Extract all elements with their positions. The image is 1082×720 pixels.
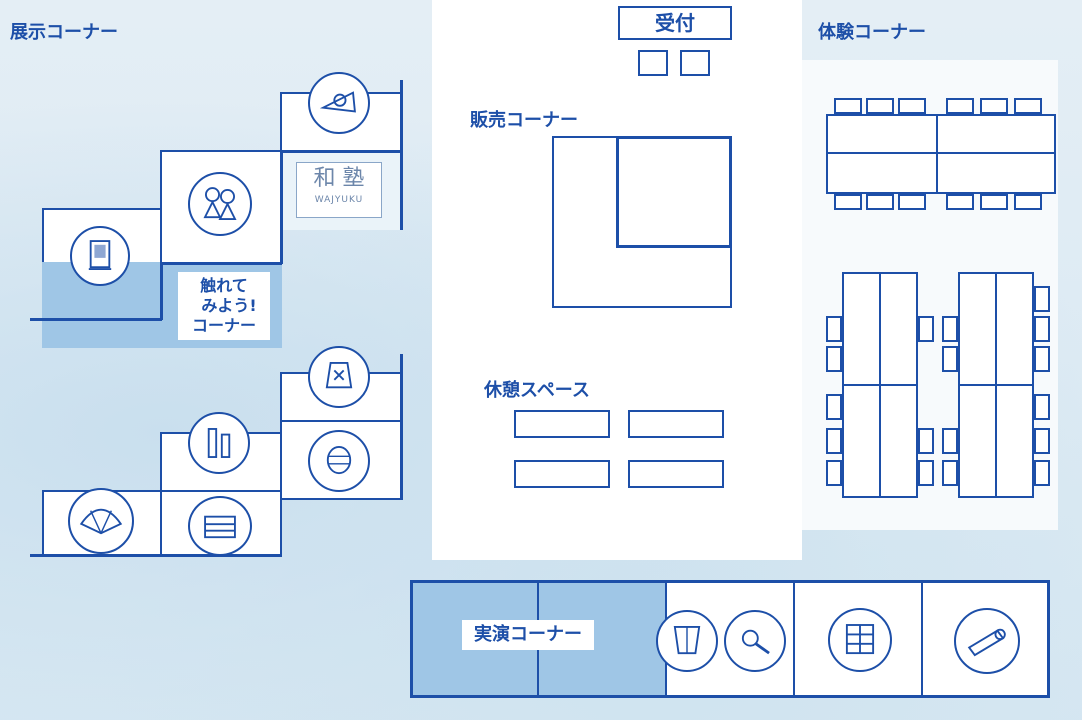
experience-right-divider [995, 272, 997, 498]
lantern-icon [308, 430, 370, 492]
chair-top-6 [1014, 98, 1042, 114]
cabinet-icon [828, 608, 892, 672]
chair-top-3 [898, 98, 926, 114]
wajyuku-logo: 和 塾 WAJYUKU [296, 162, 382, 218]
scroll-icon [954, 608, 1020, 674]
stair-line-2 [160, 262, 163, 320]
chair-side-m3 [918, 460, 934, 486]
chair-side-m1 [918, 316, 934, 342]
tub-icon [188, 496, 252, 556]
exhibit-corner-title: 展示コーナー [10, 22, 118, 43]
chair-side-r3 [942, 428, 958, 454]
candle-icon [188, 412, 250, 474]
chair-side-r2 [942, 346, 958, 372]
rest-space-title: 休憩スペース [484, 380, 590, 401]
chair-side-rr1 [1034, 286, 1050, 312]
vase-icon [308, 346, 370, 408]
reception-desk-left [638, 50, 668, 76]
stair-line-7 [30, 554, 282, 557]
chair-side-rr3 [1034, 346, 1050, 372]
stair-line-1 [30, 318, 162, 321]
rest-bench-4 [628, 460, 724, 488]
reception-title: 受付 [655, 11, 695, 35]
chair-bottom-3 [898, 194, 926, 210]
stair-line-6 [280, 150, 402, 153]
stair-line-4 [280, 150, 283, 264]
fan-dish-icon [308, 72, 370, 134]
rest-bench-2 [628, 410, 724, 438]
paper-roll-icon [724, 610, 786, 672]
chair-bottom-2 [866, 194, 894, 210]
demo-divider-4 [921, 580, 923, 698]
touch-corner-label: 触れて みよう! コーナー [178, 272, 270, 340]
chair-bottom-4 [946, 194, 974, 210]
chair-side-l3 [826, 394, 842, 420]
rest-bench-1 [514, 410, 610, 438]
chair-side-r4 [942, 460, 958, 486]
chair-side-m2 [918, 428, 934, 454]
chair-top-2 [866, 98, 894, 114]
chair-side-r1 [942, 316, 958, 342]
experience-corner-title: 体験コーナー [818, 22, 926, 43]
rest-bench-3 [514, 460, 610, 488]
touch-corner-line1: 触れて [200, 276, 248, 295]
experience-table-top-divider [826, 152, 1056, 154]
folding-fan-icon [68, 488, 134, 554]
chair-side-l1 [826, 316, 842, 342]
chair-top-1 [834, 98, 862, 114]
sales-inner-square [616, 136, 732, 248]
experience-table-top-left [826, 114, 938, 194]
chair-side-rr4 [1034, 394, 1050, 420]
wajyuku-romaji: WAJYUKU [314, 195, 364, 205]
dyeing-icon [656, 610, 718, 672]
chair-side-rr6 [1034, 460, 1050, 486]
reception-sign: 受付 [618, 6, 732, 40]
chair-side-l2 [826, 346, 842, 372]
chair-top-4 [946, 98, 974, 114]
chair-side-rr2 [1034, 316, 1050, 342]
sales-corner-title: 販売コーナー [470, 110, 578, 131]
chair-side-l4 [826, 428, 842, 454]
demo-corner-title: 実演コーナー [462, 620, 594, 650]
experience-table-top-right [936, 114, 1056, 194]
touch-corner-line3: コーナー [191, 316, 256, 335]
reception-desk-right [680, 50, 710, 76]
chair-bottom-6 [1014, 194, 1042, 210]
chair-side-l5 [826, 460, 842, 486]
touch-corner-line2: みよう! [201, 296, 257, 315]
demo-divider-3 [793, 580, 795, 698]
chair-bottom-5 [980, 194, 1008, 210]
stair-line-3 [160, 262, 282, 265]
stair-line-5 [400, 80, 403, 230]
wajyuku-kanji: 和 塾 [313, 166, 365, 191]
chair-side-rr5 [1034, 428, 1050, 454]
chair-bottom-1 [834, 194, 862, 210]
experience-left-divider [879, 272, 881, 498]
stair-line-8 [400, 354, 403, 500]
doll-icon [188, 172, 252, 236]
chair-top-5 [980, 98, 1008, 114]
butsudan-icon [70, 226, 130, 286]
